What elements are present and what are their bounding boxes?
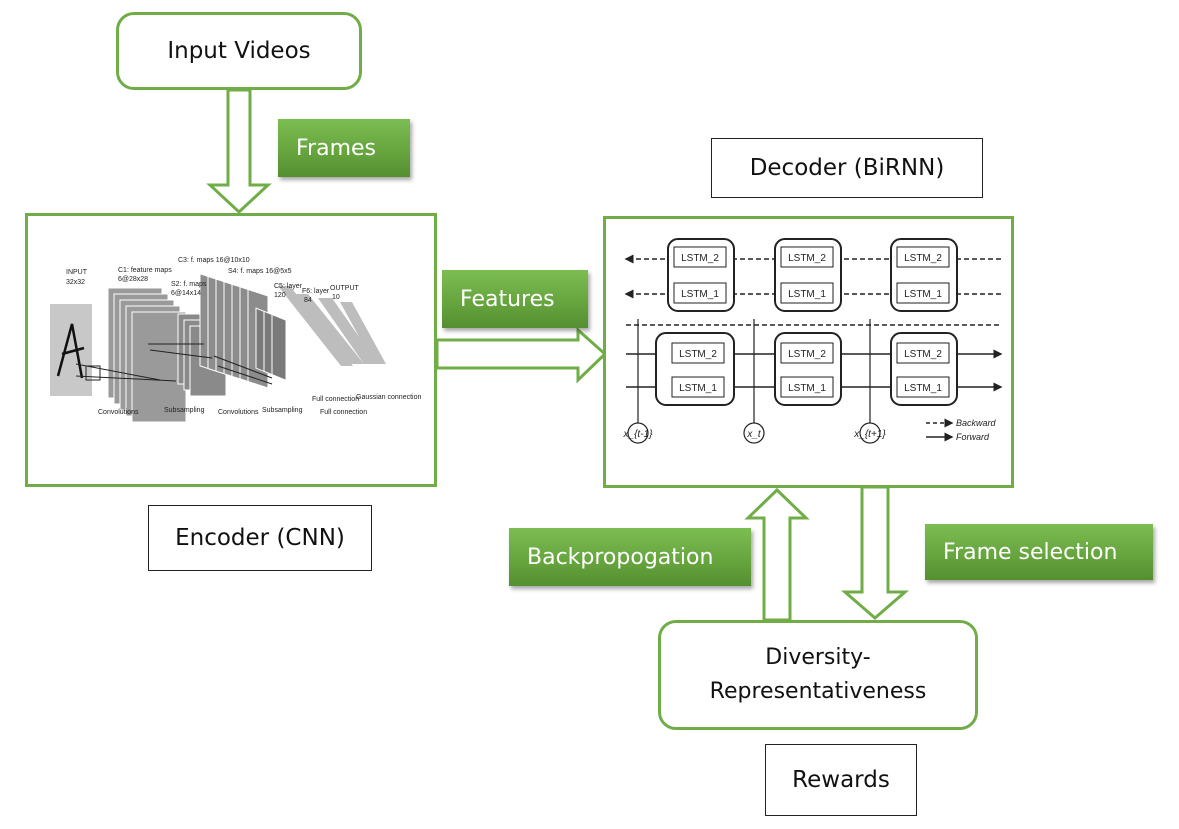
lenet-s2-label: S2: f. maps [171,281,207,288]
lenet-f6-label: F6: layer [302,288,330,295]
reward-line-2: Representativeness [709,679,927,704]
lenet-c3-label: C3: f. maps 16@10x10 [178,257,250,264]
input-videos-label: Input Videos [167,38,311,64]
arrow-frame-selection [840,485,910,620]
svg-text:LSTM_2: LSTM_2 [904,349,942,360]
lenet-output-label: OUTPUT [330,285,360,292]
decoder-image-frame: LSTM_2 LSTM_1 LSTM_2 LSTM_1 LSTM_2 LSTM_… [603,216,1014,488]
lstm-bottom-row [655,332,958,406]
svg-text:84: 84 [304,297,312,304]
backpropogation-label: Backpropogation [509,528,751,586]
arrow-encoder-to-decoder [435,326,608,384]
birnn-diagram: LSTM_2 LSTM_1 LSTM_2 LSTM_1 LSTM_2 LSTM_… [623,238,1003,444]
input-videos-box: Input Videos [116,12,362,90]
svg-text:Subsampling: Subsampling [164,407,205,414]
svg-text:LSTM_1: LSTM_1 [788,383,826,394]
svg-text:Full connection: Full connection [320,409,367,416]
svg-text:32x32: 32x32 [66,279,85,286]
svg-text:Subsampling: Subsampling [262,407,303,414]
svg-text:Forward: Forward [956,432,990,442]
frame-selection-label: Frame selection [925,524,1153,580]
x-t-plus-1: x_{t+1} [853,429,886,440]
svg-text:LSTM_1: LSTM_1 [788,289,826,300]
decoder-caption: Decoder (BiRNN) [711,138,983,198]
arrow-backprop [744,487,810,622]
svg-text:120: 120 [274,292,286,299]
lenet-c1-label: C1: feature maps [118,267,172,274]
svg-text:LSTM_1: LSTM_1 [904,289,942,300]
svg-text:10: 10 [332,294,340,301]
birnn-legend: Backward Forward [926,418,997,442]
lstm1-label: LSTM_1 [681,289,719,300]
x-t: x_t [746,429,762,440]
svg-text:LSTM_2: LSTM_2 [679,349,717,360]
lstm-top-row [667,238,958,312]
reward-line-1: Diversity- [765,644,871,670]
frames-label: Frames [278,119,410,177]
reward-function-box: Diversity- Representativeness [658,620,978,730]
svg-text:LSTM_1: LSTM_1 [904,383,942,394]
svg-text:Convolutions: Convolutions [98,409,139,416]
lenet-c5-label: C5: layer [274,283,303,290]
encoder-image-frame: INPUT 32x32 C1: feature maps 6@28x28 S2:… [25,213,437,487]
svg-text:LSTM_1: LSTM_1 [679,383,717,394]
svg-text:6@28x28: 6@28x28 [118,276,148,283]
svg-text:LSTM_2: LSTM_2 [788,253,826,264]
features-label: Features [442,270,588,328]
lenet-input-label: INPUT [66,269,88,276]
svg-text:Convolutions: Convolutions [218,409,259,416]
rewards-caption: Rewards [765,744,917,816]
encoder-caption: Encoder (CNN) [148,505,372,571]
arrow-input-to-encoder [206,88,272,215]
svg-text:Gaussian connection: Gaussian connection [356,394,421,401]
svg-text:6@14x14: 6@14x14 [171,290,201,297]
svg-text:Backward: Backward [956,418,997,428]
x-t-minus-1: x_{t-1} [623,429,654,440]
lenet-diagram: INPUT 32x32 C1: feature maps 6@28x28 S2:… [50,257,421,423]
svg-text:LSTM_2: LSTM_2 [788,349,826,360]
svg-text:LSTM_2: LSTM_2 [904,253,942,264]
svg-text:Full connection: Full connection [312,396,359,403]
lstm2-label: LSTM_2 [681,253,719,264]
lenet-s4-label: S4: f. maps 16@5x5 [228,268,292,275]
